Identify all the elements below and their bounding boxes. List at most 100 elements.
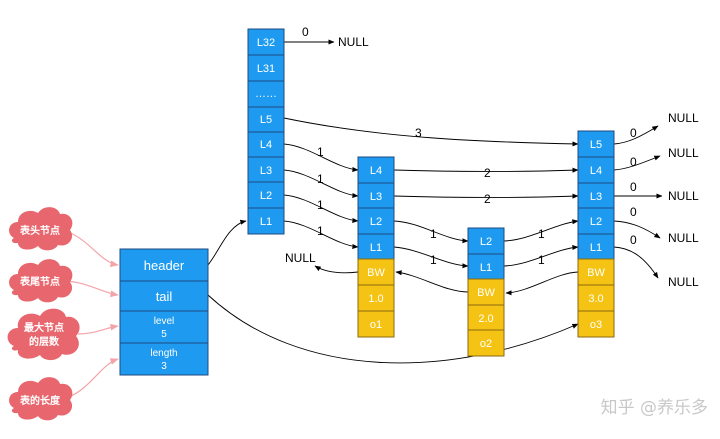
- node3-obj-label: o3: [590, 319, 602, 331]
- length-field-label: length: [150, 348, 177, 359]
- arrow-n1-L4: [393, 167, 579, 173]
- null-label: NULL: [668, 146, 699, 160]
- node1-level-label: L4: [370, 165, 382, 177]
- level-field: [119, 310, 209, 344]
- tail-note-text: 表尾节点: [19, 275, 60, 288]
- head-level-cell: [247, 207, 285, 235]
- node3-backward-label: BW: [587, 267, 605, 279]
- null-label: NULL: [668, 189, 699, 203]
- span-label: 3: [415, 126, 422, 140]
- tail-field: [119, 280, 209, 312]
- head-level-label: L3: [260, 165, 272, 177]
- node1-level-cell: [357, 233, 395, 260]
- node3-obj-cell: [577, 310, 615, 338]
- span-label: 0: [630, 233, 637, 247]
- span-label: 0: [630, 180, 637, 194]
- head-level-label: L4: [260, 139, 272, 151]
- max-level-note-text: 的层数: [29, 335, 60, 348]
- span-label: 2: [484, 192, 491, 206]
- node2-obj-label: o2: [480, 338, 492, 350]
- node2-level-cell: [467, 253, 505, 280]
- node-3: L5 L4 L3 L2 L1 BW 3.0 o3: [577, 130, 615, 338]
- level-field-value: 5: [161, 329, 167, 340]
- header-note-text: 表头节点: [19, 224, 60, 237]
- head-level-cell: [247, 156, 285, 183]
- null-labels: NULL NULL NULL NULL NULL NULL NULL: [285, 35, 699, 289]
- span-label: 1: [317, 224, 324, 238]
- span-label: 0: [630, 126, 637, 140]
- watermark: 知乎 @养乐多: [601, 398, 708, 418]
- node3-level-label: L1: [590, 242, 602, 254]
- length-field-value: 3: [161, 361, 167, 372]
- arrow-n3-L2: [613, 220, 661, 239]
- node3-score-cell: [577, 284, 615, 312]
- node1-backward-label: BW: [367, 267, 385, 279]
- null-label: NULL: [668, 111, 699, 125]
- node3-level-label: L2: [590, 216, 602, 228]
- node3-score-label: 3.0: [588, 293, 603, 305]
- arrow-n3-L4: [613, 155, 661, 171]
- node3-level-label: L5: [590, 139, 602, 151]
- node3-level-label: L4: [590, 165, 602, 177]
- pointer-lines: [65, 39, 663, 399]
- head-level-cell: [247, 54, 285, 82]
- arrow-n3-L5: [613, 125, 659, 145]
- node2-level-label: L1: [480, 262, 492, 274]
- node1-score-cell: [357, 284, 395, 312]
- node2-score-label: 2.0: [478, 313, 493, 325]
- arrow-head-L4: [283, 143, 359, 173]
- span-label: 1: [538, 253, 545, 267]
- max-level-note-text: 最大节点: [24, 321, 64, 334]
- arrow-n1-L3: [393, 193, 579, 199]
- node1-level-cell: [357, 182, 395, 209]
- arrow-head-L2: [283, 194, 359, 224]
- span-labels: 0 3 1 1 1 1 2 2 1 1 1 1 0 0 0 0 0: [302, 25, 637, 267]
- span-label: 1: [538, 227, 545, 241]
- node3-level-label: L3: [590, 191, 602, 203]
- node2-level-label: L2: [480, 236, 492, 248]
- arrow-header-to-head: [207, 219, 247, 266]
- note-line-length: [65, 358, 119, 399]
- node3-level-cell: [577, 233, 615, 260]
- arrow-tail-to-node3: [207, 294, 579, 364]
- arrow-n3-L1: [613, 246, 659, 279]
- annotation-header-cloud: 表头节点: [9, 207, 73, 251]
- span-label: 1: [317, 145, 324, 159]
- arrow-n2-L2: [503, 219, 579, 242]
- node1-level-label: L3: [370, 191, 382, 203]
- head-level-label: L2: [260, 190, 272, 202]
- header-field-label: header: [144, 258, 185, 273]
- node1-level-cell: [357, 207, 395, 235]
- length-field: [119, 342, 209, 376]
- node3-level-cell: [577, 182, 615, 209]
- span-label: 0: [630, 205, 637, 219]
- node1-obj-cell: [357, 310, 395, 338]
- arrow-n2-BW: [395, 270, 469, 293]
- length-note-text: 表的长度: [19, 394, 61, 407]
- arrow-n1-BW: [314, 265, 359, 274]
- note-line-tail: [65, 280, 119, 298]
- span-label: 1: [317, 172, 324, 186]
- arrow-head-L1: [283, 220, 359, 250]
- span-label: 0: [302, 25, 309, 39]
- node-1: L4 L3 L2 L1 BW 1.0 o1: [357, 156, 395, 338]
- node2-obj-cell: [467, 329, 505, 357]
- arrow-n1-L2: [393, 220, 469, 244]
- skiplist-header-struct: header tail level 5 length 3: [119, 248, 209, 376]
- arrow-n3-BW: [505, 271, 579, 296]
- span-label: 1: [430, 227, 437, 241]
- null-label: NULL: [338, 35, 369, 49]
- node3-level-cell: [577, 207, 615, 235]
- annotation-tail-cloud: 表尾节点: [9, 259, 73, 303]
- span-label: 1: [430, 253, 437, 267]
- null-label: NULL: [668, 231, 699, 245]
- span-label: 2: [484, 166, 491, 180]
- null-label: NULL: [668, 275, 699, 289]
- node2-backward-label: BW: [477, 287, 495, 299]
- head-level-label: L1: [260, 216, 272, 228]
- node1-level-label: L1: [370, 242, 382, 254]
- head-level-label: L31: [257, 63, 275, 75]
- node1-score-label: 1.0: [368, 293, 383, 305]
- arrow-head-L3: [283, 169, 359, 199]
